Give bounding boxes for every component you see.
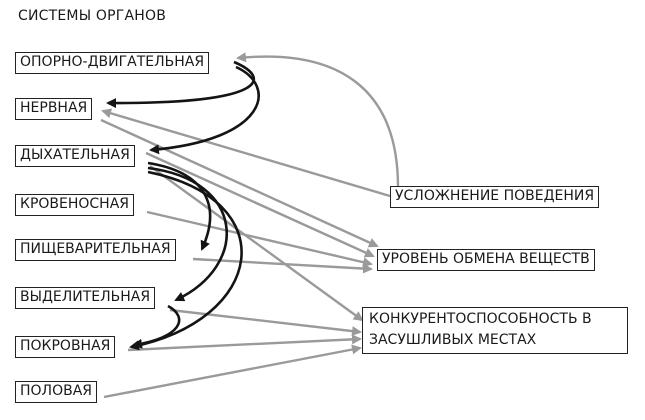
arrow-musculoskeletal-to-nervous [106,60,256,109]
system-excretory: ВЫДЕЛИТЕЛЬНАЯ [15,287,156,309]
arrow-musculoskeletal-to-respiratory [149,65,260,155]
arrow-behavior-to-musculoskeletal [236,52,400,188]
system-reproductive: ПОЛОВАЯ [15,381,98,403]
arrow-respiratory-to-metabolism [145,151,375,258]
system-nervous: НЕРВНАЯ [15,98,93,120]
arrow-digestive-to-metabolism [192,257,373,274]
arrow-behavior-to-nervous [101,108,391,198]
arrow-respiratory-to-competitiveness [149,165,364,322]
diagram-title: СИСТЕМЫ ОРГАНОВ [18,8,167,24]
arrow-respiratory-to-integumentary [129,170,243,351]
system-musculoskeletal: ОПОРНО-ДВИГАТЕЛЬНАЯ [15,52,210,74]
outcome-competitiveness: КОНКУРЕНТОСПОСОБНОСТЬ В ЗАСУШЛИВЫХ МЕСТА… [362,307,628,354]
system-integumentary: ПОКРОВНАЯ [15,336,116,358]
arrow-excretory-to-integumentary [132,304,181,349]
arrow-circulatory-to-metabolism [146,210,373,268]
arrow-reproductive-to-competitiveness [103,344,362,399]
outcome-behavior: УСЛОЖНЕНИЕ ПОВЕДЕНИЯ [390,186,600,208]
gray-arrows [100,52,400,399]
arrow-respiratory-to-excretory [147,166,228,302]
system-digestive: ПИЩЕВАРИТЕЛЬНАЯ [15,239,176,261]
arrow-nervous-to-metabolism [100,118,379,248]
outcome-competitiveness-line1: КОНКУРЕНТОСПОСОБНОСТЬ В [369,311,592,327]
outcome-competitiveness-line2: ЗАСУШЛИВЫХ МЕСТАХ [369,331,537,348]
outcome-metabolism: УРОВЕНЬ ОБМЕНА ВЕЩЕСТВ [377,249,595,271]
arrow-integumentary-to-competitiveness [127,334,362,352]
black-arrows [106,60,260,351]
system-respiratory: ДЫХАТЕЛЬНАЯ [15,145,135,167]
system-circulatory: КРОВЕНОСНАЯ [15,194,135,216]
arrow-excretory-to-competitiveness [169,308,362,337]
